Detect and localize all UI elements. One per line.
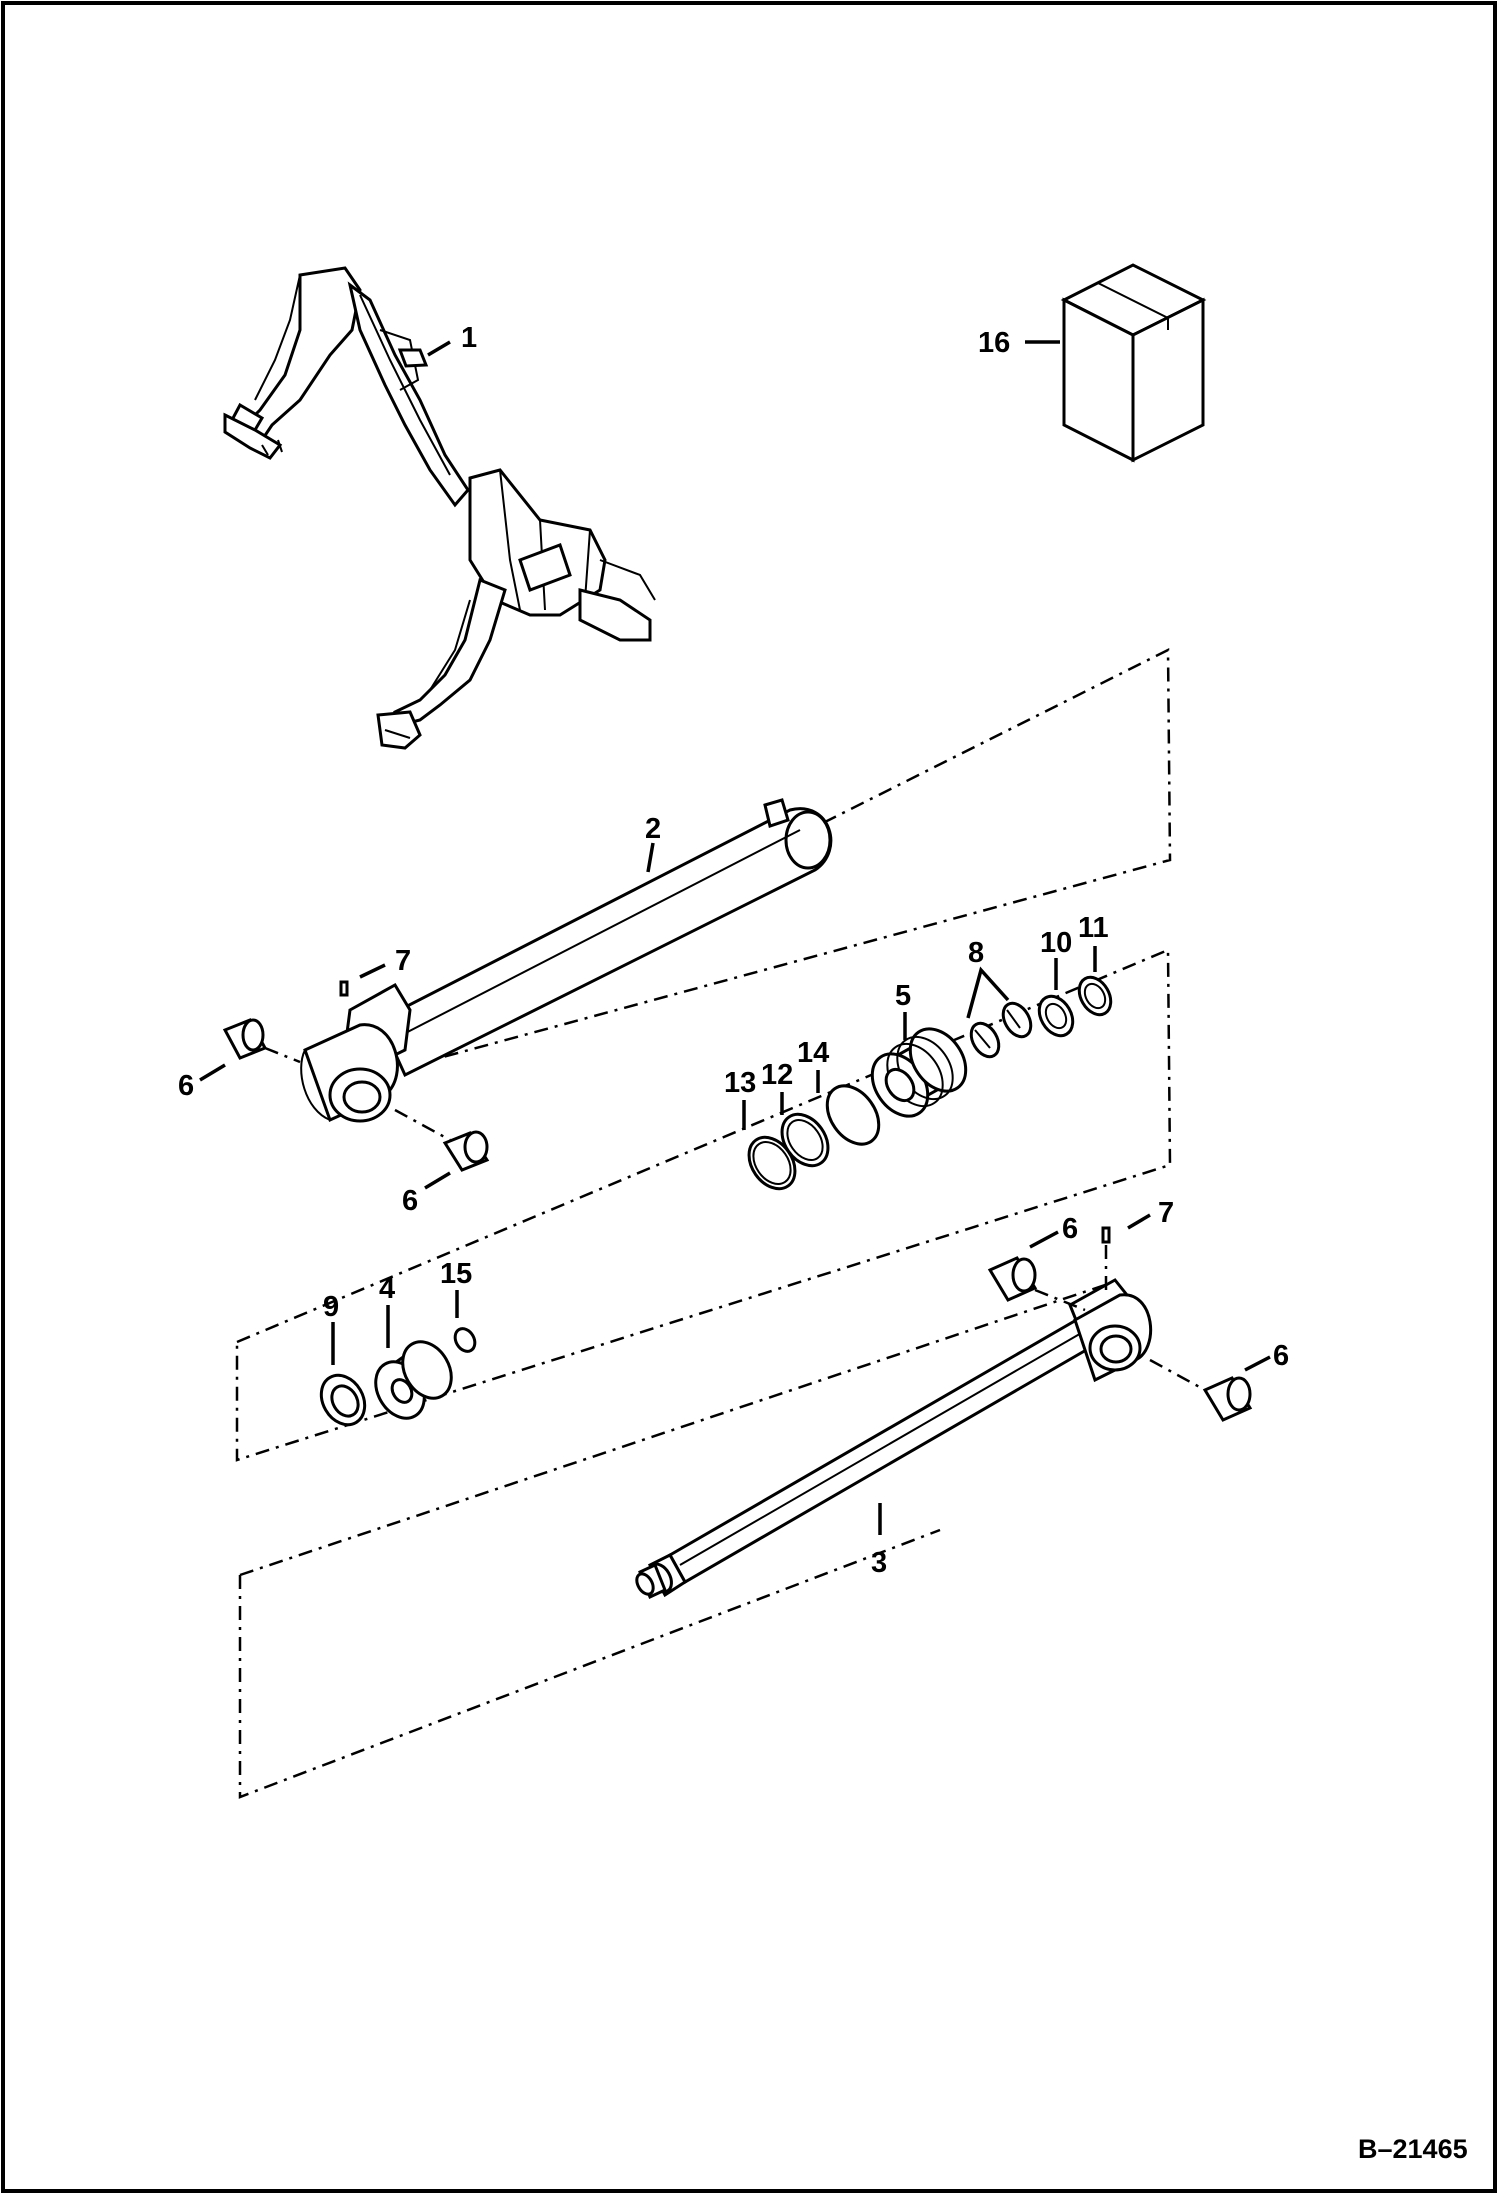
bushing-barrel-upper	[222, 1018, 268, 1060]
phantom-bushing-c	[1034, 1288, 1086, 1312]
callout-6-lower-right: 6	[1273, 1340, 1289, 1372]
leader-8	[966, 966, 1010, 1019]
callout-1: 1	[461, 322, 477, 354]
backhoe-assembly-illustration	[223, 266, 656, 750]
leader-7a	[359, 963, 386, 979]
rod-guide-4	[374, 1340, 453, 1420]
leader-7b	[1127, 1213, 1151, 1230]
phantom-line-seals	[235, 948, 1172, 1462]
callout-10: 10	[1040, 927, 1072, 959]
wiper-seal-9	[319, 1373, 367, 1427]
callout-5: 5	[895, 980, 911, 1012]
bushing-barrel-lower	[442, 1130, 490, 1172]
callout-8: 8	[968, 937, 984, 969]
callout-7-lower: 7	[1158, 1197, 1174, 1229]
piston-rings-8	[969, 1001, 1033, 1059]
callout-16: 16	[978, 327, 1010, 359]
leader-2	[646, 842, 655, 873]
piston-5	[870, 1027, 968, 1118]
callout-14: 14	[797, 1037, 829, 1069]
callout-9: 9	[323, 1291, 339, 1323]
callout-6-lower-left: 6	[402, 1185, 418, 1217]
leader-1	[427, 340, 451, 357]
seal-kit-box-illustration	[1060, 263, 1207, 463]
o-ring-14	[825, 1084, 881, 1146]
callout-4: 4	[379, 1273, 395, 1305]
callout-2: 2	[645, 813, 661, 845]
wiper-seal-11	[1077, 975, 1113, 1017]
grease-fitting-rod	[1101, 1226, 1111, 1244]
wear-ring-13	[747, 1135, 797, 1191]
callout-6-upper-left: 6	[178, 1070, 194, 1102]
leader-6b	[424, 1171, 451, 1190]
cylinder-barrel-illustration	[300, 798, 833, 1123]
leader-6c	[1029, 1230, 1059, 1249]
bushing-rod-lower	[1202, 1376, 1253, 1422]
callout-15: 15	[440, 1258, 472, 1290]
leader-6d	[1244, 1355, 1271, 1372]
phantom-bushing-d	[1149, 1358, 1206, 1392]
leader-6a	[199, 1063, 226, 1082]
callout-3: 3	[871, 1547, 887, 1579]
rod-seal-10	[1037, 994, 1075, 1038]
o-ring-15	[453, 1327, 477, 1353]
callout-13: 13	[724, 1067, 756, 1099]
callout-7-upper: 7	[395, 945, 411, 977]
bushing-rod-upper	[987, 1256, 1038, 1302]
phantom-bushing-a	[264, 1046, 301, 1064]
cylinder-rod-illustration	[635, 1278, 1153, 1600]
grease-fitting-barrel	[339, 980, 349, 997]
callout-12: 12	[761, 1059, 793, 1091]
callout-6-upper-right: 6	[1062, 1213, 1078, 1245]
backup-ring-12	[780, 1112, 830, 1168]
phantom-bushing-b	[394, 1108, 451, 1142]
callout-11: 11	[1078, 912, 1109, 944]
drawing-number: B–21465	[1358, 2134, 1468, 2164]
phantom-line-rod	[238, 1278, 1121, 1799]
